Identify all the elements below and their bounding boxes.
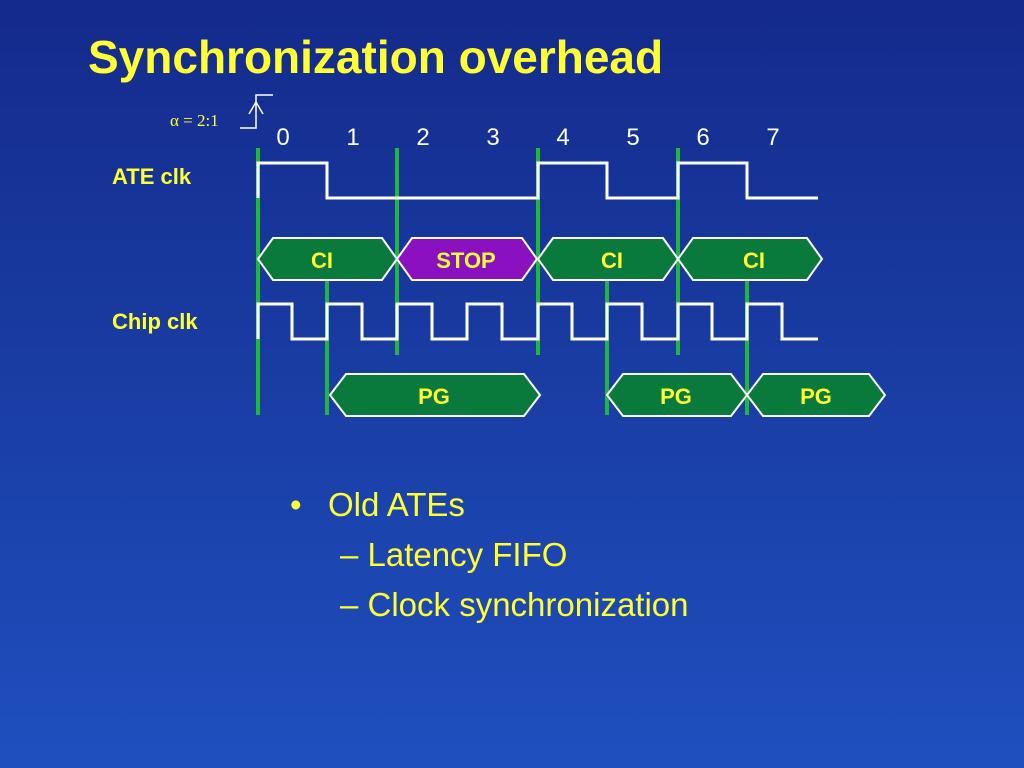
ratio-bracket: [240, 94, 273, 129]
cycle-number-6: 6: [696, 124, 710, 151]
chip-command-label: PG: [418, 384, 450, 409]
ate-command-ci-3: CI: [676, 237, 824, 281]
sub-bullet-clock-sync: – Clock synchronization: [340, 586, 689, 623]
chip-command-label: PG: [800, 384, 832, 409]
chip-clk-label: Chip clk: [112, 309, 198, 334]
chip-command-pg-1: PG: [328, 373, 542, 417]
ate-clk-label: ATE clk: [112, 164, 192, 189]
cycle-number-1: 1: [346, 124, 360, 151]
chip-clk-waveform: [256, 302, 818, 341]
ate-command-label: CI: [601, 248, 623, 273]
cycle-number-7: 7: [766, 124, 780, 151]
bullet-dot: •: [290, 486, 302, 523]
ate-command-label: STOP: [436, 248, 496, 273]
cycle-number-2: 2: [416, 124, 430, 151]
ate-command-stop: STOP: [395, 237, 539, 281]
cycle-number-4: 4: [556, 124, 570, 151]
cycle-number-0: 0: [276, 124, 290, 151]
chip-command-pg-3: PG: [745, 373, 887, 417]
chip-command-pg-2: PG: [605, 373, 749, 417]
sub-bullet-latency-fifo: – Latency FIFO: [340, 536, 568, 573]
ate-command-ci-2: CI: [536, 237, 680, 281]
chip-command-label: PG: [660, 384, 692, 409]
bullet-text: Old ATEs: [328, 486, 465, 523]
ate-command-label: CI: [311, 248, 333, 273]
clock-ratio-label: α = 2:1: [170, 111, 219, 130]
bullet-list: • Old ATEs – Latency FIFO – Clock synchro…: [290, 486, 689, 624]
cycle-number-3: 3: [486, 124, 500, 151]
ate-command-ci-1: CI: [256, 237, 399, 281]
cycle-number-5: 5: [626, 124, 640, 151]
bullet-old-ates: • Old ATEs: [290, 486, 689, 524]
ate-clk-waveform: [256, 161, 818, 200]
ate-command-label: CI: [743, 248, 765, 273]
page-title: Synchronization overhead: [88, 31, 664, 83]
